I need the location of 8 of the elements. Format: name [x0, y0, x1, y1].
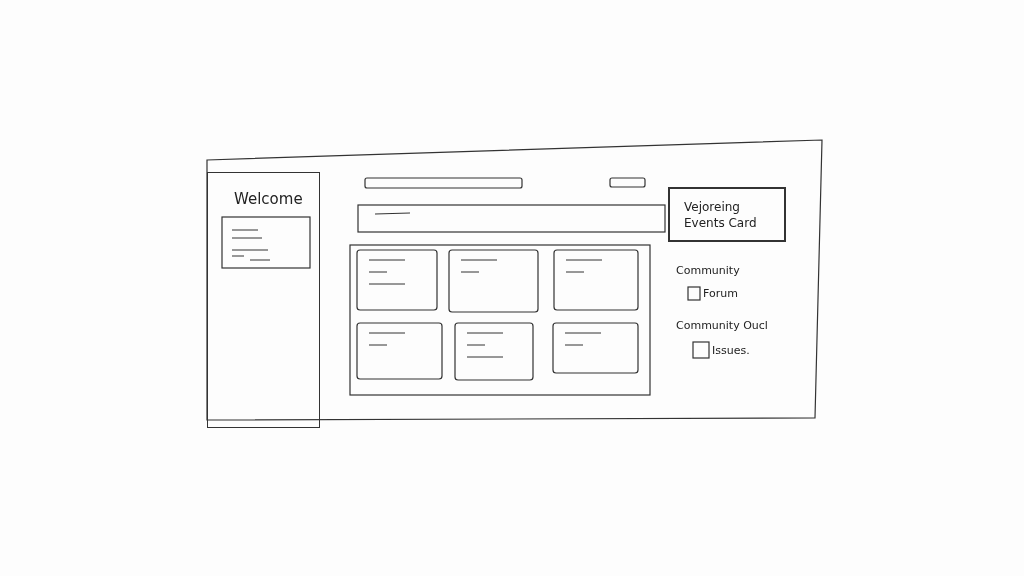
card-title: Vejoreing Events Card [684, 199, 758, 231]
heading: Welcome [234, 190, 303, 208]
checkbox-label: Issues. [712, 344, 750, 357]
section-label: Community [676, 264, 740, 277]
sidebar-panel [207, 172, 320, 428]
events-card [668, 187, 786, 242]
section-label: Community Oucl [676, 319, 768, 332]
checkbox-label: Forum [703, 287, 738, 300]
